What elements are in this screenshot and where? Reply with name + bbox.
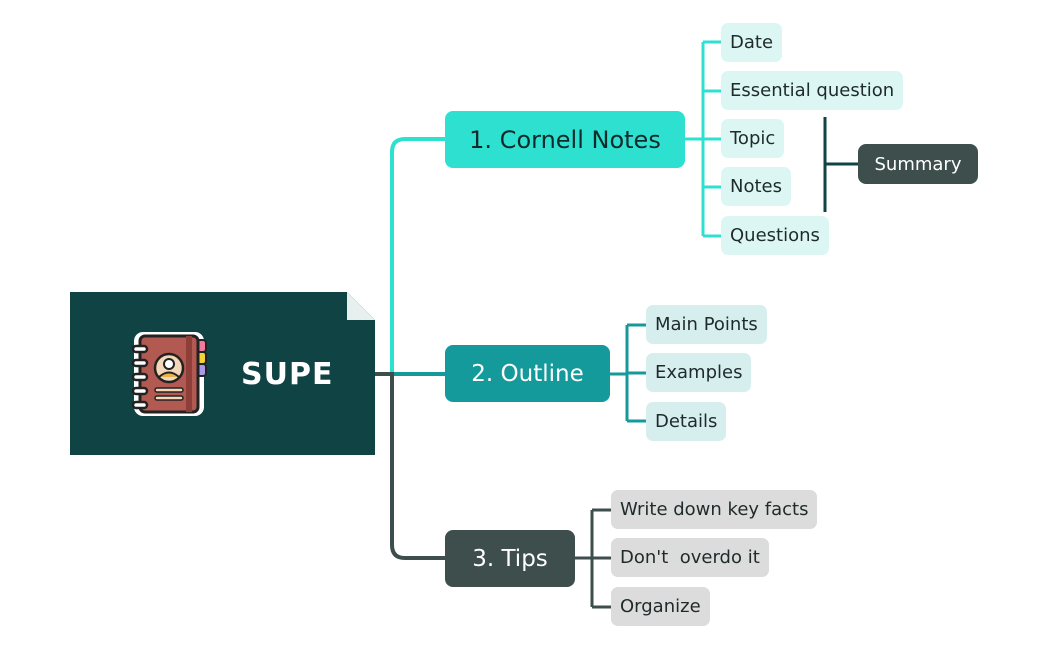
address-book-icon	[131, 332, 207, 416]
connector-tips	[375, 372, 445, 560]
leaf-write-down-key-facts[interactable]: Write down key facts	[611, 490, 818, 529]
connector-tips-leaves	[575, 508, 611, 609]
leaf-details[interactable]: Details	[646, 402, 727, 441]
branch-outline[interactable]: 2. Outline	[445, 345, 610, 402]
leaf-date[interactable]: Date	[721, 23, 783, 62]
root-node[interactable]	[70, 292, 375, 455]
summary-bracket	[823, 117, 858, 212]
summary-node[interactable]: Summary	[858, 144, 978, 184]
connector-outline-leaves	[610, 323, 646, 423]
leaf-examples[interactable]: Examples	[646, 353, 752, 392]
root-title: SUPE	[241, 356, 334, 392]
connector-cornell-leaves	[685, 40, 721, 238]
connector-cornell	[375, 137, 445, 376]
leaf-notes[interactable]: Notes	[721, 167, 791, 206]
leaf-main-points[interactable]: Main Points	[646, 305, 767, 344]
branch-cornell-notes[interactable]: 1. Cornell Notes	[445, 111, 685, 168]
branch-tips[interactable]: 3. Tips	[445, 530, 575, 587]
leaf-essential-question[interactable]: Essential question	[721, 71, 904, 110]
leaf-dont-overdo-it[interactable]: Don't overdo it	[611, 538, 769, 577]
leaf-topic[interactable]: Topic	[721, 119, 785, 158]
leaf-questions[interactable]: Questions	[721, 216, 829, 255]
leaf-organize[interactable]: Organize	[611, 587, 710, 626]
